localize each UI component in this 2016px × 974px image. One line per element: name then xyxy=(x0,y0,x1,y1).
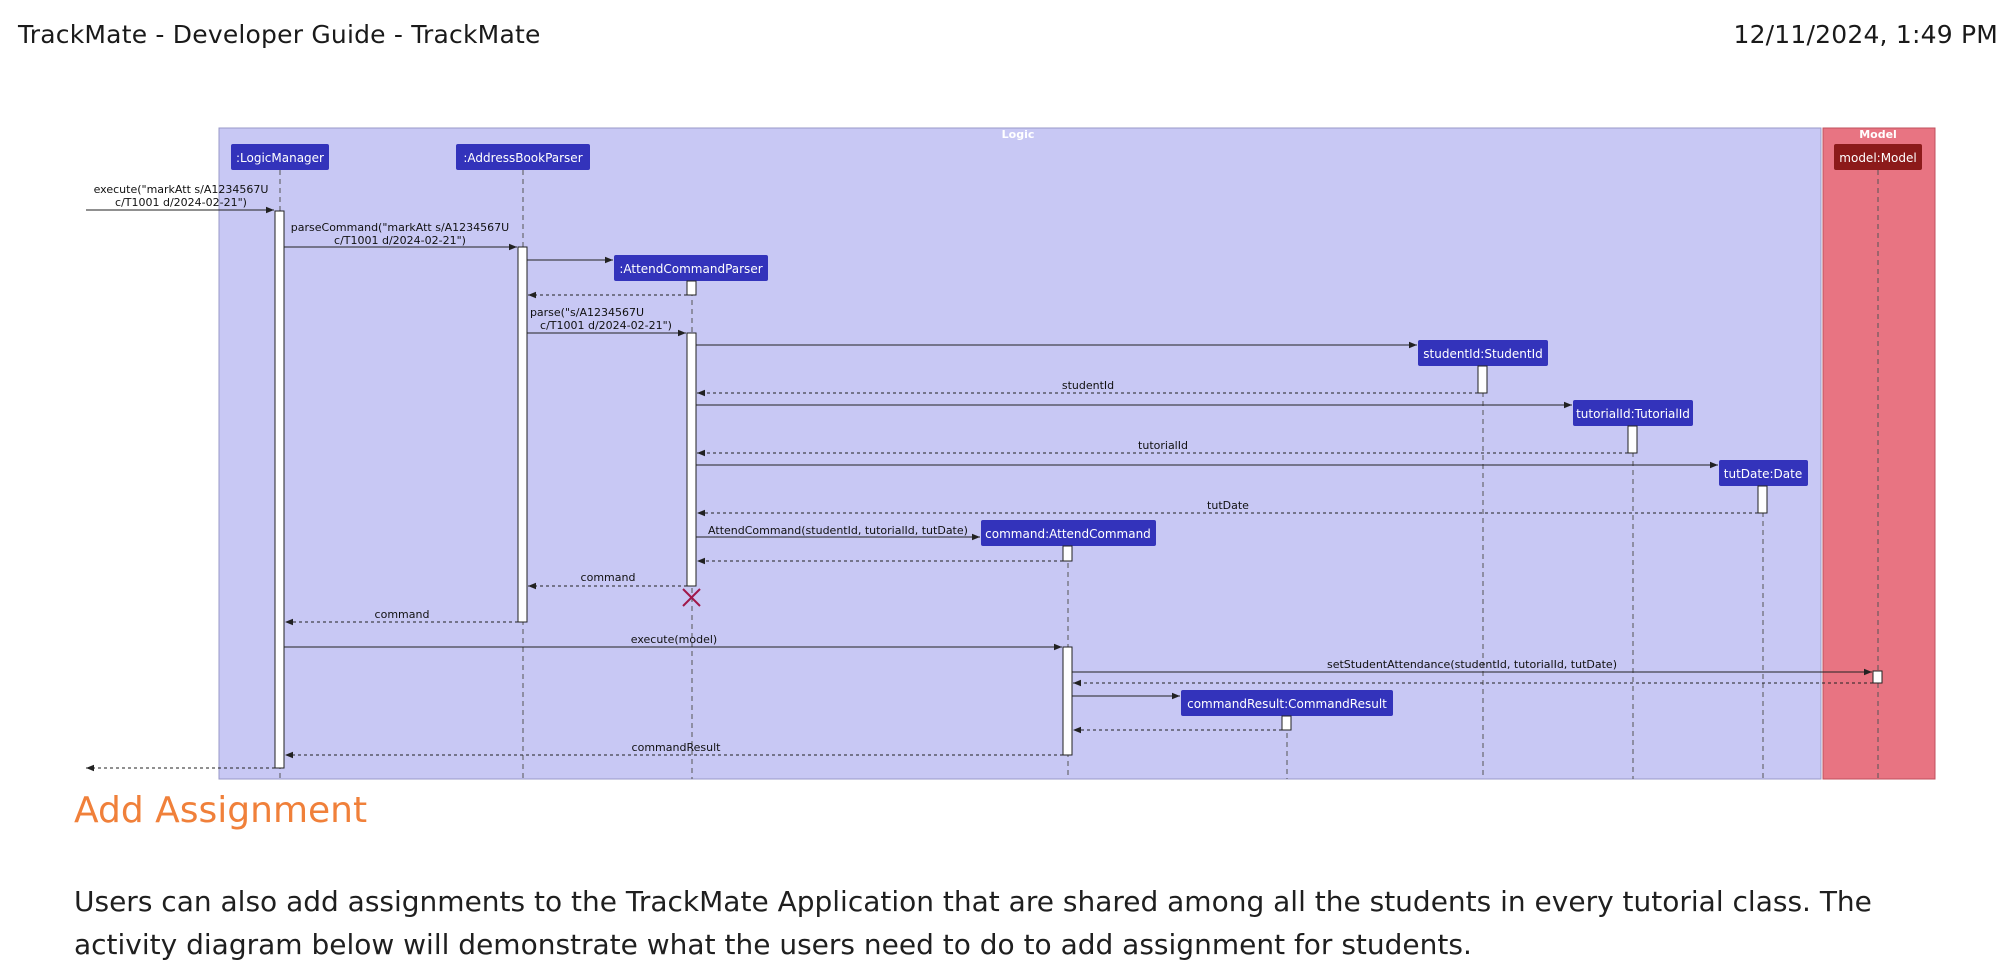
participant-student-id-label: studentId:StudentId xyxy=(1423,347,1542,361)
activation-attend-command-parser-2 xyxy=(686,332,697,587)
destroy-mark xyxy=(682,588,701,607)
activation-attend-command-parser-1 xyxy=(686,280,697,296)
label-parse-l1: parse("s/A1234567U xyxy=(530,306,644,319)
participant-logic-manager-label: :LogicManager xyxy=(236,151,324,165)
activation-student-id xyxy=(1477,365,1488,394)
participant-command-label: command:AttendCommand xyxy=(985,527,1151,541)
label-command-return-1: command xyxy=(581,571,636,584)
participant-student-id xyxy=(1418,340,1548,366)
label-parse-command-l1: parseCommand("markAtt s/A1234567U xyxy=(291,221,509,234)
label-attend-command: AttendCommand(studentId, tutorialId, tut… xyxy=(708,524,968,537)
activation-command-result xyxy=(1281,715,1292,731)
participant-attend-command-parser-label: :AttendCommandParser xyxy=(619,262,762,276)
logic-box-label: Logic xyxy=(1002,128,1035,141)
section-title: Add Assignment xyxy=(74,790,368,831)
sequence-diagram: Logic Model :LogicManager :AddressBookPa… xyxy=(86,127,1936,780)
participant-tutorial-id-label: tutorialId:TutorialId xyxy=(1576,407,1690,421)
section-paragraph: Users can also add assignments to the Tr… xyxy=(74,885,1872,961)
participant-address-book-parser-label: :AddressBookParser xyxy=(463,151,582,165)
participant-command-result-label: commandResult:CommandResult xyxy=(1187,697,1387,711)
participant-command xyxy=(981,520,1156,546)
activation-tut-date xyxy=(1757,485,1768,514)
label-execute-l1: execute("markAtt s/A1234567U xyxy=(94,183,269,196)
activation-logic-manager xyxy=(274,210,285,769)
participant-command-result xyxy=(1181,690,1393,716)
page-title: TrackMate - Developer Guide - TrackMate xyxy=(18,20,541,49)
participant-model xyxy=(1834,144,1922,170)
label-parse-l2: c/T1001 d/2024-02-21") xyxy=(540,319,672,332)
participant-tut-date xyxy=(1719,460,1808,486)
participant-tut-date-label: tutDate:Date xyxy=(1724,467,1802,481)
participant-address-book-parser xyxy=(456,144,590,170)
label-tutorial-id: tutorialId xyxy=(1138,439,1188,452)
label-parse-command-l2: c/T1001 d/2024-02-21") xyxy=(334,234,466,247)
label-execute-l2: c/T1001 d/2024-02-21") xyxy=(115,196,247,209)
label-tut-date: tutDate xyxy=(1207,499,1249,512)
print-timestamp: 12/11/2024, 1:49 PM xyxy=(1733,20,1998,49)
participant-model-label: model:Model xyxy=(1839,151,1916,165)
label-command-return-2: command xyxy=(375,608,430,621)
participant-tutorial-id xyxy=(1573,400,1693,426)
activation-tutorial-id xyxy=(1627,425,1638,454)
activation-model xyxy=(1872,670,1883,684)
participant-attend-command-parser xyxy=(614,255,768,281)
activation-command-2 xyxy=(1062,646,1073,756)
label-command-result: commandResult xyxy=(632,741,722,754)
label-set-student-attendance: setStudentAttendance(studentId, tutorial… xyxy=(1327,658,1617,671)
model-box-label: Model xyxy=(1859,128,1897,141)
activation-command-1 xyxy=(1062,545,1073,562)
label-execute-model: execute(model) xyxy=(631,633,717,646)
participant-logic-manager xyxy=(231,144,329,170)
activation-address-book-parser xyxy=(517,246,528,623)
label-student-id: studentId xyxy=(1062,379,1114,392)
